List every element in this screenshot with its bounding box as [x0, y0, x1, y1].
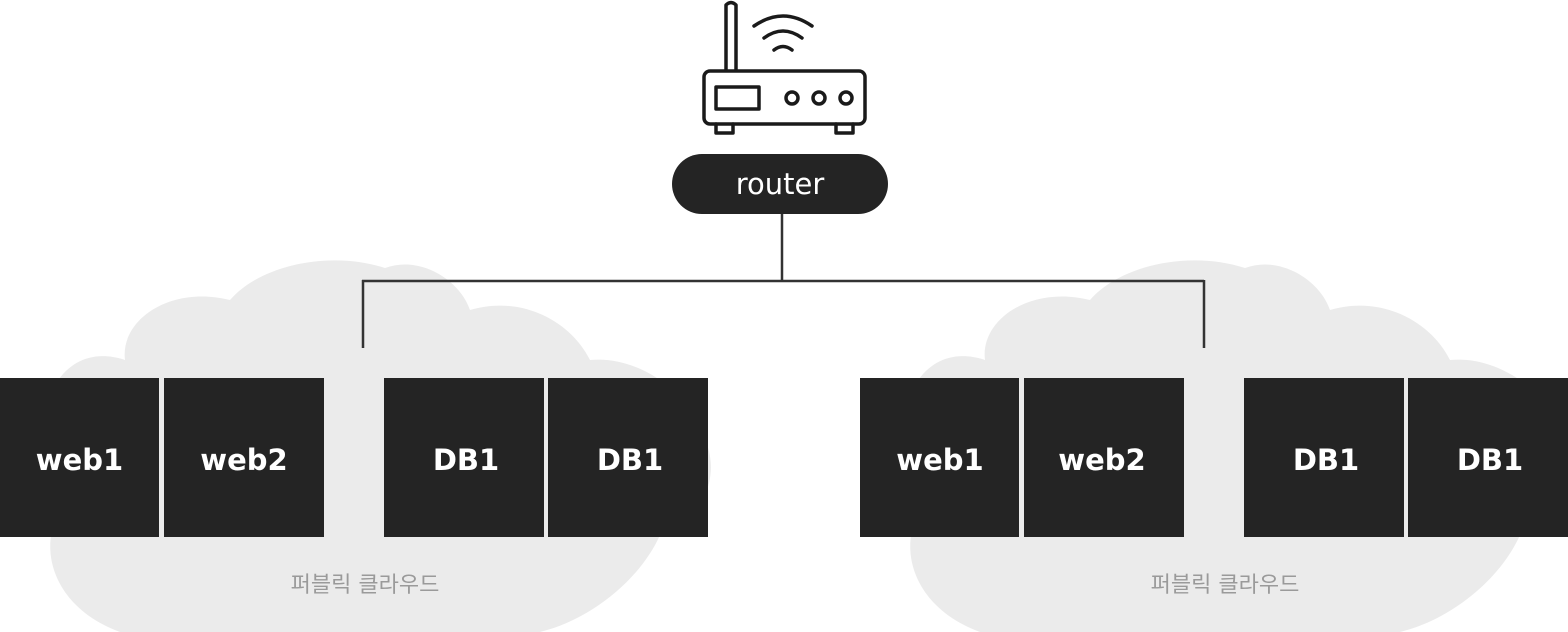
server-box [548, 378, 708, 537]
cloud-right-shape [879, 260, 1564, 632]
server-label: web1 [36, 443, 123, 477]
cloud-left-shape [19, 260, 711, 632]
router-label: router [736, 167, 825, 201]
connection-lines [361, 213, 1206, 348]
cloud-right: 퍼블릭 클라우드 [879, 260, 1564, 632]
server-box [0, 378, 159, 537]
server-label: web2 [1058, 443, 1145, 477]
server-label: web1 [896, 443, 983, 477]
cloud-left-label: 퍼블릭 클라우드 [291, 573, 440, 598]
server-box [1024, 378, 1184, 537]
server-box [164, 378, 324, 537]
server-box [384, 378, 544, 537]
cloud-right-label: 퍼블릭 클라우드 [1151, 573, 1300, 598]
server-label: web2 [200, 443, 287, 477]
router-node: router [672, 154, 888, 214]
server-box [860, 378, 1019, 537]
server-box [1408, 378, 1568, 537]
server-group-right: web1 web2 DB1 DB1 [860, 378, 1568, 537]
server-group-left: web1 web2 DB1 DB1 [0, 378, 708, 537]
server-label: DB1 [1457, 443, 1523, 477]
wifi-router-icon [702, 0, 867, 135]
cloud-left: 퍼블릭 클라우드 [19, 260, 711, 632]
server-box [1244, 378, 1404, 537]
server-label: DB1 [1293, 443, 1359, 477]
server-label: DB1 [433, 443, 499, 477]
router-pill [672, 154, 888, 214]
server-label: DB1 [597, 443, 663, 477]
